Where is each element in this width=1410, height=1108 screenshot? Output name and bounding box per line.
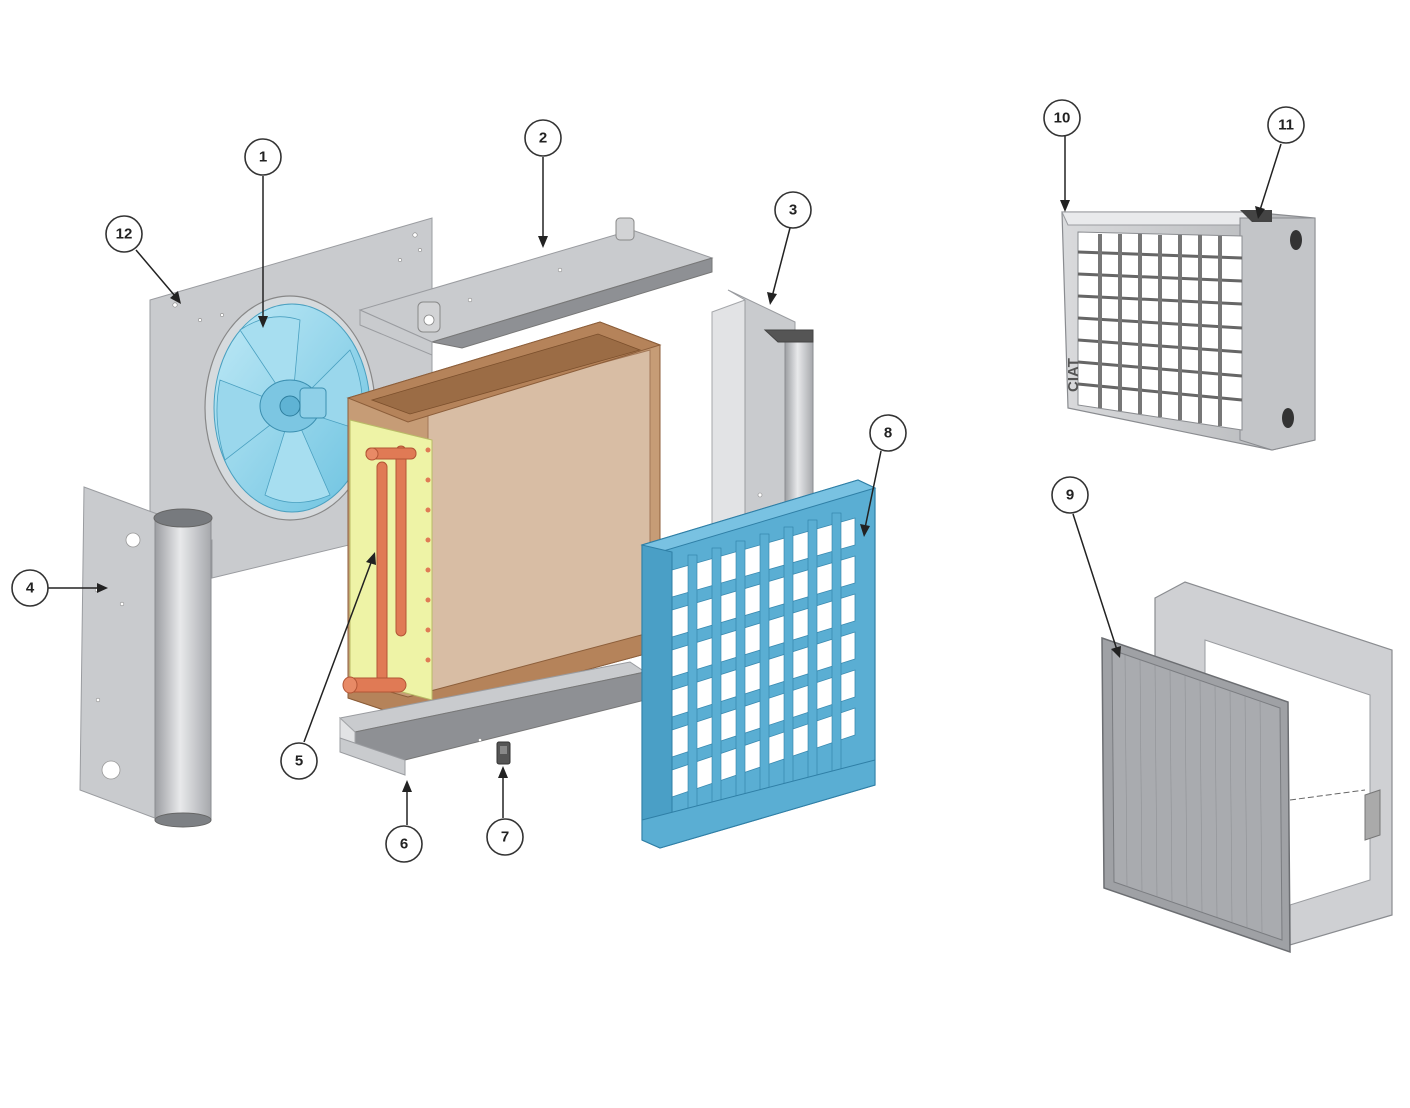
callout-11-label: 11 [1278, 117, 1294, 134]
heat-exchanger-coil-part [342, 321, 662, 719]
callout-11: 11 [1267, 106, 1305, 144]
callout-7-label: 7 [501, 829, 509, 846]
callout-3-label: 3 [789, 202, 797, 219]
callout-8: 8 [869, 414, 907, 452]
unit-verticals [1098, 234, 1222, 426]
assembled-unit: CIAT [1061, 210, 1316, 451]
fan-part [204, 295, 376, 521]
callout-6: 6 [385, 825, 423, 863]
callout-1-label: 1 [259, 149, 267, 166]
callout-10: 10 [1043, 99, 1081, 137]
callout-7: 7 [486, 818, 524, 856]
callout-3: 3 [774, 191, 812, 229]
callout-10-label: 10 [1054, 110, 1071, 127]
callout-4: 4 [11, 569, 49, 607]
top-panel-part [358, 217, 714, 356]
louvre-grille-part [640, 479, 877, 849]
leader-lines [48, 136, 1282, 825]
small-switch-part [496, 741, 511, 765]
callout-5-label: 5 [295, 753, 303, 770]
filter-mesh [1124, 654, 1263, 933]
callout-12: 12 [105, 215, 143, 253]
callout-8-label: 8 [884, 425, 892, 442]
coil-tube-ends [425, 447, 431, 663]
left-side-panel-part [79, 486, 213, 828]
callout-5: 5 [280, 742, 318, 780]
callout-2: 2 [524, 119, 562, 157]
callout-9-label: 9 [1066, 487, 1074, 504]
callout-12-label: 12 [116, 226, 133, 243]
filter-part [1101, 636, 1291, 954]
callout-9: 9 [1051, 476, 1089, 514]
callout-6-label: 6 [400, 836, 408, 853]
callout-2-label: 2 [539, 130, 547, 147]
callout-1: 1 [244, 138, 282, 176]
unit-logo: CIAT [1065, 358, 1082, 392]
callout-4-label: 4 [26, 580, 35, 597]
